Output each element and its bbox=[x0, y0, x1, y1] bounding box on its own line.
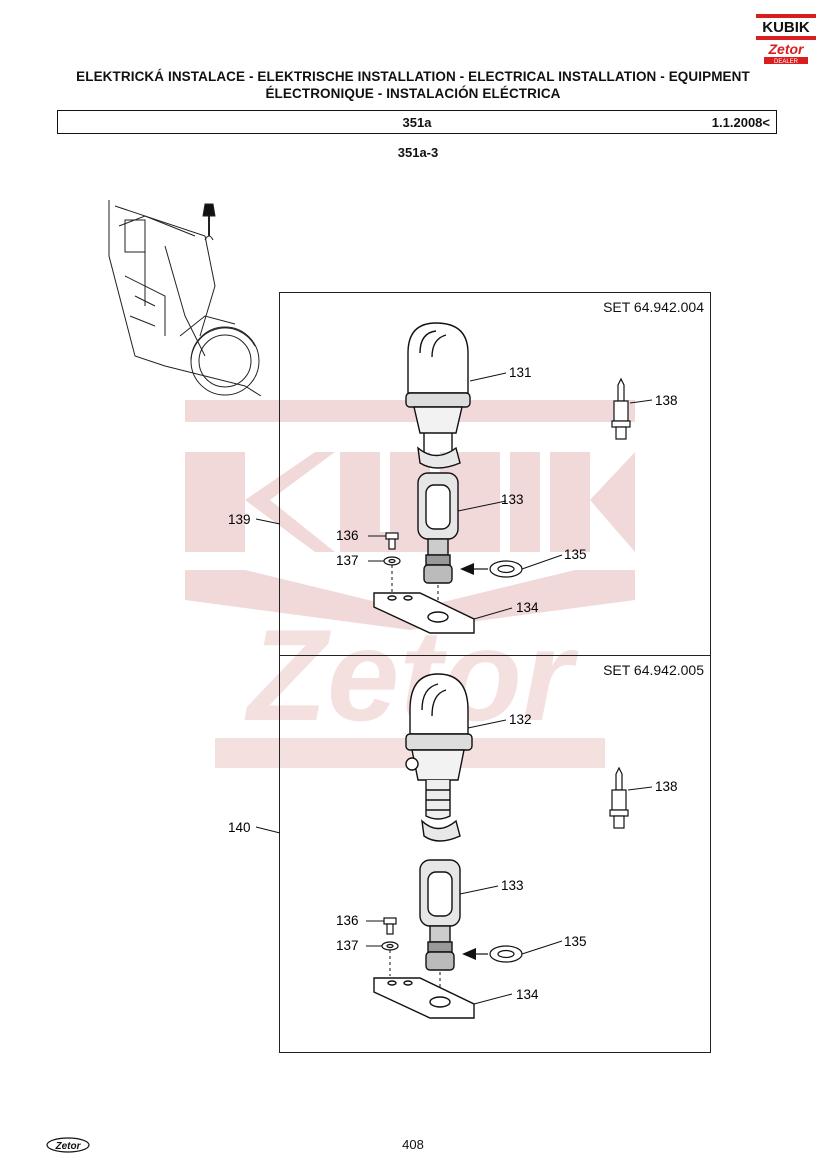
callout-136-set1: 136 bbox=[336, 528, 359, 543]
title-line-2: ÉLECTRONIQUE - INSTALACIÓN ELÉCTRICA bbox=[265, 86, 561, 101]
callout-135-set1: 135 bbox=[564, 547, 587, 562]
kubik-zetor-logo: KUBIK Zetor DEALER bbox=[756, 14, 816, 66]
screw-136 bbox=[385, 532, 399, 550]
page-number: 408 bbox=[402, 1137, 424, 1152]
callout-140: 140 bbox=[228, 820, 251, 835]
mount-bracket-133 bbox=[417, 472, 459, 584]
callout-137-set2: 137 bbox=[336, 938, 359, 953]
lock-washer-135-set2 bbox=[489, 945, 523, 963]
footer-zetor-logo: Zetor bbox=[46, 1137, 90, 1153]
section-date: 1.1.2008< bbox=[711, 115, 770, 130]
set-1-label: SET 64.942.004 bbox=[603, 299, 704, 315]
beacon-lamp-131 bbox=[405, 322, 471, 469]
mounting-plate-134 bbox=[373, 592, 475, 634]
bulb-138-set2 bbox=[609, 766, 629, 829]
logo-word: KUBIK bbox=[762, 19, 810, 36]
callout-133-set1: 133 bbox=[501, 492, 524, 507]
callout-133-set2: 133 bbox=[501, 878, 524, 893]
bulb-138 bbox=[611, 377, 631, 440]
logo-sub: Zetor bbox=[768, 41, 806, 57]
callout-138-set2: 138 bbox=[655, 779, 678, 794]
callout-134-set1: 134 bbox=[516, 600, 539, 615]
callout-131: 131 bbox=[509, 365, 532, 380]
title-line-1: ELEKTRICKÁ INSTALACE - ELEKTRISCHE INSTA… bbox=[76, 69, 750, 84]
beacon-lamp-132 bbox=[405, 673, 473, 842]
screw-136-set2 bbox=[383, 917, 397, 935]
callout-139: 139 bbox=[228, 512, 251, 527]
set-2-label: SET 64.942.005 bbox=[603, 662, 704, 678]
callout-136-set2: 136 bbox=[336, 913, 359, 928]
section-code: 351a bbox=[402, 115, 432, 130]
figure-code: 351a-3 bbox=[397, 145, 439, 160]
callout-138-set1: 138 bbox=[655, 393, 678, 408]
footer-logo-text: Zetor bbox=[55, 1141, 82, 1152]
logo-dealer: DEALER bbox=[774, 59, 799, 65]
tractor-location-drawing bbox=[105, 196, 265, 397]
page-title: ELEKTRICKÁ INSTALACE - ELEKTRISCHE INSTA… bbox=[40, 68, 786, 102]
mounting-plate-134-set2 bbox=[373, 977, 475, 1019]
callout-132: 132 bbox=[509, 712, 532, 727]
washer-137 bbox=[383, 556, 401, 566]
set-box-1: SET 64.942.004 bbox=[279, 292, 711, 656]
mount-bracket-133-set2 bbox=[419, 859, 461, 971]
set-box-2: SET 64.942.005 bbox=[279, 655, 711, 1053]
callout-134-set2: 134 bbox=[516, 987, 539, 1002]
washer-137-set2 bbox=[381, 941, 399, 951]
callout-135-set2: 135 bbox=[564, 934, 587, 949]
lock-washer-135 bbox=[489, 560, 523, 578]
callout-137-set1: 137 bbox=[336, 553, 359, 568]
section-code-bar: 351a 1.1.2008< bbox=[57, 110, 777, 134]
